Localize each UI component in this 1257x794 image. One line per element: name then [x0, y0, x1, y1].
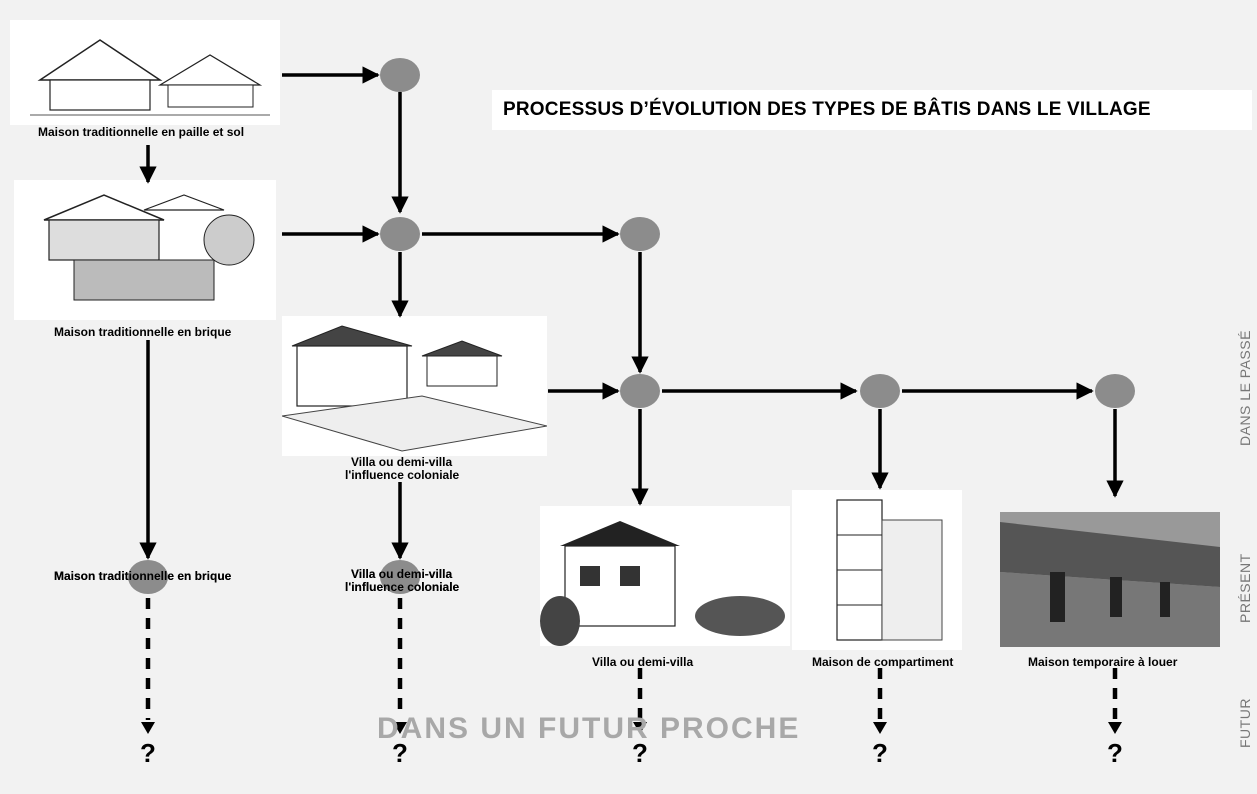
- future-arrowhead-3: [633, 722, 647, 734]
- future-arrowhead-1: [141, 722, 155, 734]
- question-mark-3: ?: [632, 738, 648, 768]
- side-label-future: FUTUR: [1237, 698, 1253, 748]
- colonial-present-caption-overlay-line2: l'influence coloniale: [345, 580, 460, 594]
- node-1: [380, 58, 420, 92]
- colonial-villa-caption-line1: Villa ou demi-villa: [351, 455, 453, 469]
- future-banner: DANS UN FUTUR PROCHE: [377, 712, 801, 745]
- rental-image: [1000, 512, 1220, 647]
- colonial-villa-image: [281, 316, 548, 456]
- diagram-title: PROCESSUS D’ÉVOLUTION DES TYPES DE BÂTIS…: [503, 99, 1151, 120]
- rental-photo: [1000, 512, 1220, 647]
- brick-house-caption: Maison traditionnelle en brique: [54, 325, 232, 339]
- straw-house-image: [10, 20, 280, 125]
- node-3: [620, 217, 660, 251]
- node-4: [620, 374, 660, 408]
- shophouse-image: [792, 490, 962, 650]
- brick-house-sketch: [43, 194, 255, 301]
- side-label-past: DANS LE PASSÉ: [1237, 330, 1253, 446]
- future-arrowhead-4: [873, 722, 887, 734]
- colonial-villa-sketch: [281, 325, 548, 452]
- title-background: [492, 90, 1252, 130]
- brick-house-present-caption-overlay: Maison traditionnelle en brique: [54, 569, 232, 583]
- node-2: [380, 217, 420, 251]
- straw-house-caption: Maison traditionnelle en paille et sol: [38, 125, 245, 139]
- node-present-colonial: [380, 560, 420, 594]
- side-label-present: PRÉSENT: [1237, 553, 1253, 623]
- question-mark-1: ?: [140, 738, 156, 768]
- villa-image: [540, 506, 790, 646]
- node-6: [1095, 374, 1135, 408]
- straw-house-sketch: [30, 39, 270, 116]
- node-present-brick: [128, 560, 168, 594]
- villa-sketch: [540, 521, 785, 646]
- future-arrowhead-2: [393, 722, 407, 734]
- brick-house-image: [14, 180, 276, 320]
- question-mark-4: ?: [872, 738, 888, 768]
- question-mark-2: ?: [392, 738, 408, 768]
- question-mark-5: ?: [1107, 738, 1123, 768]
- colonial-present-caption-overlay-line1: Villa ou demi-villa: [351, 567, 453, 581]
- node-5: [860, 374, 900, 408]
- shophouse-caption: Maison de compartiment: [812, 655, 954, 669]
- future-arrowhead-5: [1108, 722, 1122, 734]
- villa-caption: Villa ou demi-villa: [592, 655, 694, 669]
- rental-caption: Maison temporaire à louer: [1028, 655, 1178, 669]
- shophouse-sketch: [836, 499, 943, 641]
- colonial-villa-caption-line2: l'influence coloniale: [345, 468, 460, 482]
